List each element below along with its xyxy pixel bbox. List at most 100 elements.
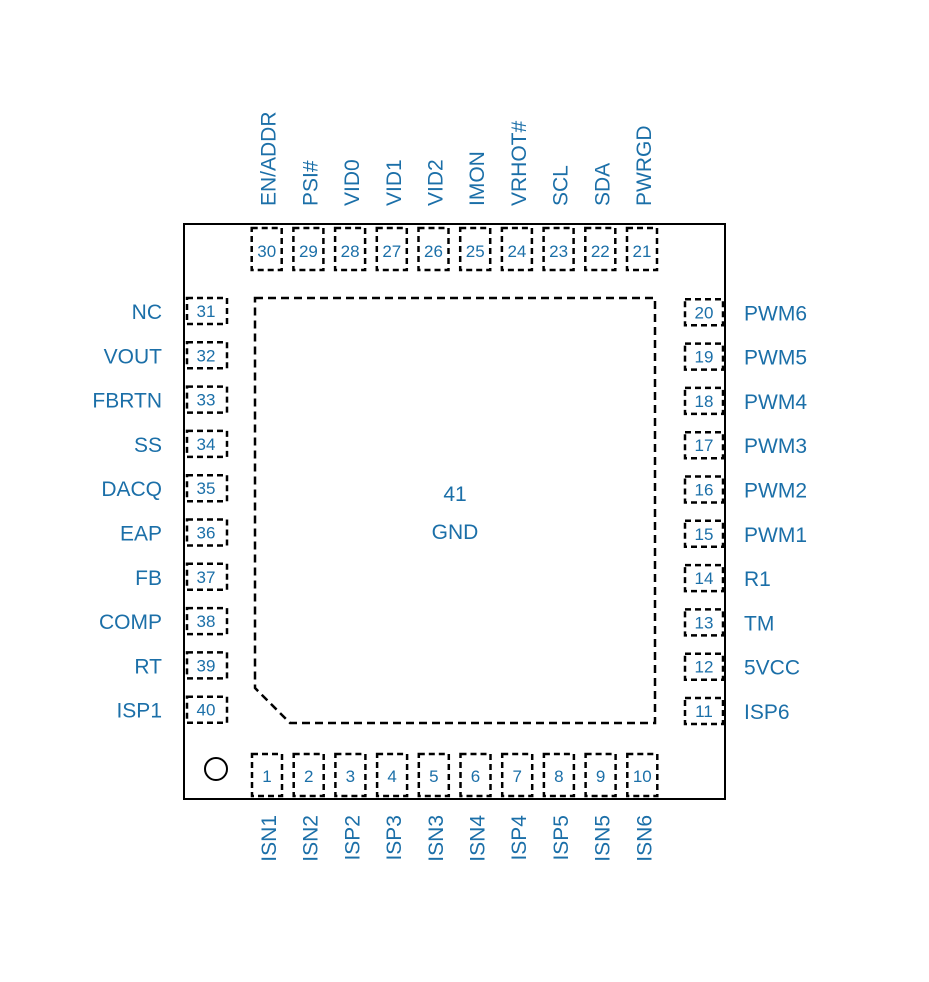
pin-number-21: 21 xyxy=(633,242,652,261)
pin-pad-2 xyxy=(292,752,325,798)
pin-pad-26 xyxy=(417,226,450,272)
pin-number-36: 36 xyxy=(197,524,216,543)
pin-pad-22 xyxy=(584,226,617,272)
pin-number-5: 5 xyxy=(429,767,438,786)
pin-name-24: VRHOT# xyxy=(508,121,531,207)
pin-name-35: DACQ xyxy=(101,478,162,501)
pin-name-14: R1 xyxy=(744,568,771,591)
pin-number-8: 8 xyxy=(554,767,563,786)
pin-number-25: 25 xyxy=(466,242,485,261)
pin-number-23: 23 xyxy=(549,242,568,261)
exposed-pad-outline xyxy=(253,296,657,725)
pin-pad-38 xyxy=(185,606,229,636)
pin-pad-28 xyxy=(333,226,367,272)
pin-pad-34 xyxy=(185,429,229,459)
pin-number-18: 18 xyxy=(695,392,714,411)
pin-number-1: 1 xyxy=(262,767,271,786)
pin-number-4: 4 xyxy=(387,767,396,786)
pin-name-20: PWM6 xyxy=(744,302,807,325)
pin-pad-32 xyxy=(185,341,229,370)
pin-number-22: 22 xyxy=(591,242,610,261)
pin-pad-27 xyxy=(375,226,409,272)
pin1-marker xyxy=(204,757,228,781)
pin-number-7: 7 xyxy=(512,767,521,786)
pin-number-16: 16 xyxy=(695,481,714,500)
pin-pad-4 xyxy=(375,752,409,798)
pin-number-32: 32 xyxy=(197,346,216,365)
pin-name-9: ISN5 xyxy=(592,815,615,862)
pin-name-25: IMON xyxy=(466,151,489,206)
pin-pad-18 xyxy=(683,386,725,416)
pin-number-11: 11 xyxy=(695,702,713,721)
pin-name-15: PWM1 xyxy=(744,524,807,547)
pin-name-17: PWM3 xyxy=(744,435,807,458)
pin-name-12: 5VCC xyxy=(744,657,800,680)
pin-number-31: 31 xyxy=(197,302,216,321)
pin-name-13: TM xyxy=(744,612,774,635)
pin-pad-13 xyxy=(683,608,725,637)
pin-pad-9 xyxy=(584,752,617,798)
pin-name-19: PWM5 xyxy=(744,347,807,370)
pin-name-3: ISP2 xyxy=(341,815,364,861)
pin-number-9: 9 xyxy=(596,767,605,786)
pin-pad-21 xyxy=(625,226,659,272)
pin-pad-23 xyxy=(542,226,575,272)
pin-pad-36 xyxy=(185,518,229,547)
pin-name-2: ISN2 xyxy=(300,815,323,862)
pin-pad-3 xyxy=(334,752,367,798)
pin-number-39: 39 xyxy=(197,656,216,675)
pin-pad-33 xyxy=(185,385,229,414)
pin-pad-8 xyxy=(542,752,576,798)
pin-number-19: 19 xyxy=(695,348,714,367)
pin-number-40: 40 xyxy=(197,701,216,720)
pin-name-32: VOUT xyxy=(104,345,163,368)
pin-name-31: NC xyxy=(132,301,162,324)
pin-name-29: PSI# xyxy=(299,160,322,206)
pin-pad-12 xyxy=(683,652,725,681)
pin-number-2: 2 xyxy=(304,767,313,786)
pin-number-35: 35 xyxy=(197,479,216,498)
pin-number-26: 26 xyxy=(424,242,443,261)
pin-number-24: 24 xyxy=(507,242,526,261)
pin-number-29: 29 xyxy=(299,242,318,261)
pin-number-27: 27 xyxy=(382,242,401,261)
pin-group: 1ISN12ISN23ISP24ISP35ISN36ISN47ISP48ISP5… xyxy=(92,111,807,861)
pin-name-21: PWRGD xyxy=(633,126,656,207)
pin-name-30: EN/ADDR xyxy=(258,111,281,206)
exposed-pad-number: 41 xyxy=(443,483,466,506)
pin-pad-6 xyxy=(459,752,492,798)
pin-number-34: 34 xyxy=(197,435,216,454)
pin-name-1: ISN1 xyxy=(258,815,281,862)
pin-name-8: ISP5 xyxy=(550,815,573,861)
pin-name-7: ISP4 xyxy=(508,815,531,861)
pin-number-3: 3 xyxy=(346,767,355,786)
pin-number-10: 10 xyxy=(633,767,652,786)
pin-number-30: 30 xyxy=(257,242,276,261)
pin-name-4: ISP3 xyxy=(383,815,406,861)
pin-number-38: 38 xyxy=(197,612,216,631)
pin-pad-14 xyxy=(683,563,725,593)
pin-pad-16 xyxy=(683,475,725,504)
pin-name-34: SS xyxy=(134,434,162,457)
pin-pad-10 xyxy=(626,752,659,798)
pin-pad-25 xyxy=(458,226,492,272)
pin-name-18: PWM4 xyxy=(744,391,807,414)
pin-name-38: COMP xyxy=(99,611,162,634)
pin-name-27: VID1 xyxy=(383,159,406,206)
pin-name-39: RT xyxy=(134,655,162,678)
pin-pad-37 xyxy=(185,562,229,592)
pin-name-37: FB xyxy=(135,567,162,590)
pin-name-40: ISP1 xyxy=(116,700,162,723)
pin-name-11: ISP6 xyxy=(744,701,790,724)
pin-name-36: EAP xyxy=(120,523,162,546)
pin-pad-5 xyxy=(417,752,451,798)
pin-pad-35 xyxy=(185,473,229,503)
pin-pad-15 xyxy=(683,519,725,549)
pin-number-20: 20 xyxy=(695,303,714,322)
pin-pad-24 xyxy=(500,226,534,272)
pin-number-12: 12 xyxy=(695,658,714,677)
pin-pad-30 xyxy=(250,226,283,272)
pin-pad-39 xyxy=(185,651,229,680)
